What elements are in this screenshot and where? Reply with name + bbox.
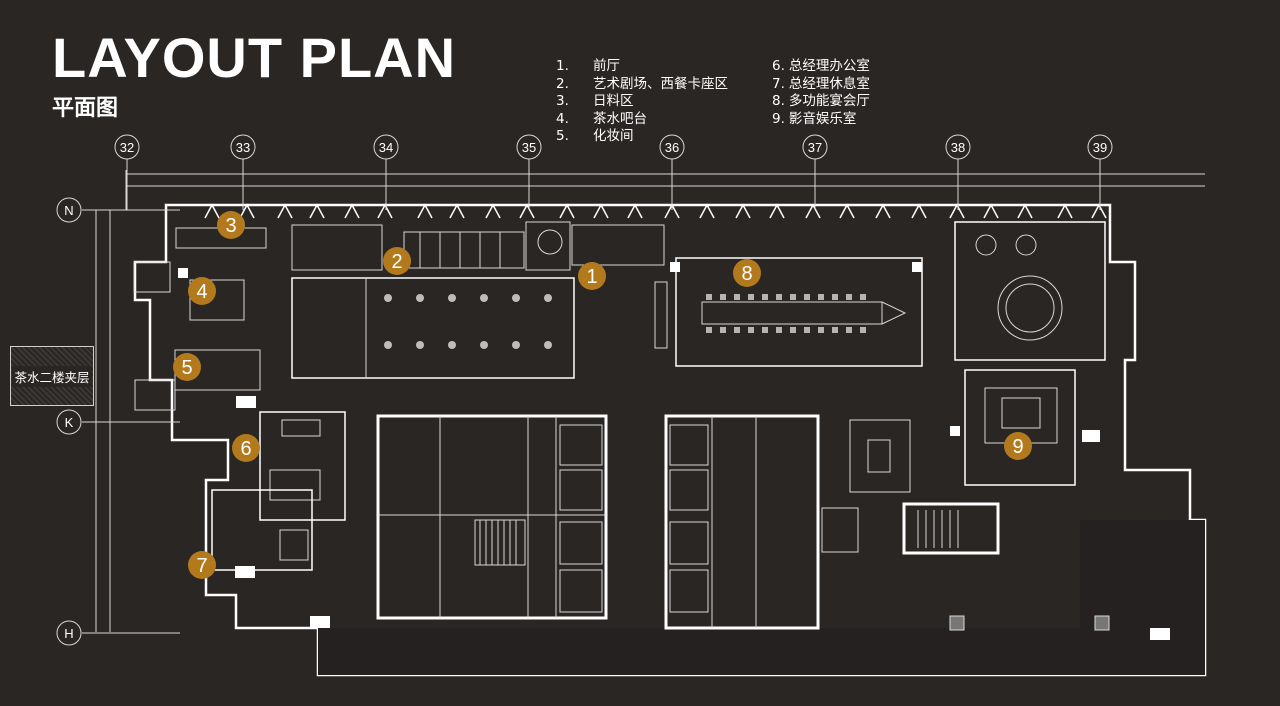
room-banquet-hall — [675, 257, 923, 367]
grid-column-label: 32 — [120, 140, 134, 155]
room-gm-lounge — [211, 489, 313, 571]
page-subtitle: 平面图 — [52, 96, 119, 121]
area-marker — [733, 259, 761, 287]
core-east — [664, 414, 820, 630]
area-marker — [1004, 432, 1032, 460]
core-stair-east — [902, 502, 1000, 555]
legend-item: 9.影音娱乐室 — [772, 110, 857, 127]
page-title: LAYOUT PLAN — [52, 26, 457, 89]
area-marker-label: 9 — [1012, 436, 1023, 458]
legend-item: 1.前厅 — [556, 58, 620, 74]
area-marker — [188, 551, 216, 579]
grid-bubble — [1087, 134, 1113, 160]
building-outline — [133, 203, 1207, 677]
mezzanine-box: 茶水二楼夹层 — [10, 346, 94, 406]
area-marker-label: 2 — [391, 251, 402, 273]
grid-bubble — [56, 620, 82, 646]
grid-row-label: K — [65, 415, 74, 430]
grid-column-label: 35 — [522, 140, 536, 155]
area-marker-label: 6 — [240, 438, 251, 460]
mezzanine-label: 茶水二楼夹层 — [12, 365, 92, 387]
room-private-dining — [954, 221, 1106, 361]
legend-item: 4.茶水吧台 — [556, 110, 647, 127]
area-marker — [578, 262, 606, 290]
area-marker-label: 7 — [196, 555, 207, 577]
grid-bubble — [114, 134, 140, 160]
room-theatre-dining — [291, 277, 575, 379]
legend-right: 6.总经理办公室 7.总经理休息室 8.多功能宴会厅 9.影音娱乐室 — [772, 58, 870, 128]
grid-column-label: 37 — [808, 140, 822, 155]
legend-item: 5.化妆间 — [556, 128, 634, 144]
grid-bubble — [56, 409, 82, 435]
area-marker — [188, 277, 216, 305]
grid-column-label: 38 — [951, 140, 965, 155]
grid-bubble — [802, 134, 828, 160]
area-marker-label: 8 — [741, 263, 752, 285]
area-marker-label: 1 — [586, 266, 597, 288]
area-marker — [383, 247, 411, 275]
legend-item: 8.多功能宴会厅 — [772, 93, 870, 109]
core-west — [376, 414, 608, 620]
grid-bubble — [230, 134, 256, 160]
grid-bubble — [659, 134, 685, 160]
grid-row-label: H — [64, 626, 73, 641]
area-marker-label: 3 — [225, 215, 236, 237]
grid-column-label: 36 — [665, 140, 679, 155]
area-marker-label: 5 — [181, 357, 192, 379]
area-marker — [173, 353, 201, 381]
grid-column-label: 39 — [1093, 140, 1107, 155]
room-gm-office — [259, 411, 346, 521]
legend-item: 6.总经理办公室 — [772, 58, 870, 74]
area-marker — [217, 211, 245, 239]
room-tea-bar — [189, 279, 245, 321]
area-marker — [232, 434, 260, 462]
legend-item: 7.总经理休息室 — [772, 75, 870, 92]
legend-item: 3.日料区 — [556, 93, 634, 109]
grid-bubble — [516, 134, 542, 160]
room-media-entertainment — [964, 369, 1076, 486]
grid-bubble — [373, 134, 399, 160]
legend-item: 2.艺术剧场、西餐卡座区 — [556, 75, 728, 92]
grid-bubble — [945, 134, 971, 160]
grid-column-label: 34 — [379, 140, 393, 155]
area-marker-label: 4 — [196, 281, 207, 303]
grid-column-label: 33 — [236, 140, 250, 155]
legend-left: 1.前厅 2.艺术剧场、西餐卡座区 3.日料区 4.茶水吧台 5.化妆间 — [556, 58, 728, 146]
grid-bubble — [56, 197, 82, 223]
grid-row-label: N — [64, 203, 73, 218]
